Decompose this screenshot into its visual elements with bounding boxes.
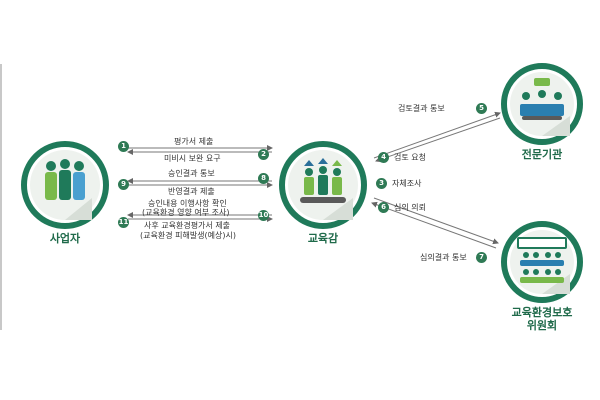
step-badge-2: 2 — [258, 149, 269, 160]
step-badge-1: 1 — [118, 141, 129, 152]
business-operator-title: 사업자 — [49, 232, 81, 245]
expert-agency-icon — [501, 63, 583, 145]
superintendent-title: 교육감 — [307, 232, 339, 245]
step-10-label-line1: 승인내용 이행사항 확인 — [148, 199, 227, 208]
step-badge-7: 7 — [476, 252, 487, 263]
committee-icon — [501, 221, 583, 303]
step-badge-8: 8 — [258, 173, 269, 184]
arrow-step-5 — [375, 117, 501, 163]
step-2-label: 미비시 보완 요구 — [164, 154, 221, 163]
step-badge-6: 6 — [378, 202, 389, 213]
arrow-step-7 — [371, 201, 497, 249]
step-badge-3: 3 — [376, 178, 387, 189]
expert-agency-title: 전문기관 — [521, 148, 563, 161]
committee-title-line1: 교육환경보호 — [511, 306, 573, 319]
arrow-step-4 — [373, 111, 501, 159]
step-5-label: 검토결과 통보 — [398, 104, 445, 113]
step-11-label-line1: 사후 교육환경평가서 제출 — [144, 221, 231, 230]
committee-title-line2: 위원회 — [526, 319, 558, 332]
business-operator-icon — [21, 141, 109, 229]
step-1-label: 평가서 제출 — [174, 137, 214, 146]
step-4-label: 검토 요청 — [394, 153, 426, 162]
step-badge-9: 9 — [118, 179, 129, 190]
step-10-label-line2: (교육환경 영향 여부 조사) — [142, 208, 230, 217]
arrow-step-6 — [373, 197, 499, 245]
step-6-label: 심의 의뢰 — [394, 203, 426, 212]
step-11-label-line2: (교육환경 피해발생(예상)시) — [140, 231, 236, 240]
step-badge-5: 5 — [476, 103, 487, 114]
step-9-label: 반영결과 제출 — [168, 187, 215, 196]
left-border-line — [0, 64, 2, 330]
superintendent-icon — [279, 141, 367, 229]
step-badge-11: 11 — [118, 217, 129, 228]
step-8-label: 승인결과 통보 — [168, 169, 215, 178]
step-badge-10: 10 — [258, 210, 269, 221]
step-3-label: 자체조사 — [392, 179, 422, 188]
step-7-label: 심의결과 통보 — [420, 253, 467, 262]
step-badge-4: 4 — [378, 152, 389, 163]
